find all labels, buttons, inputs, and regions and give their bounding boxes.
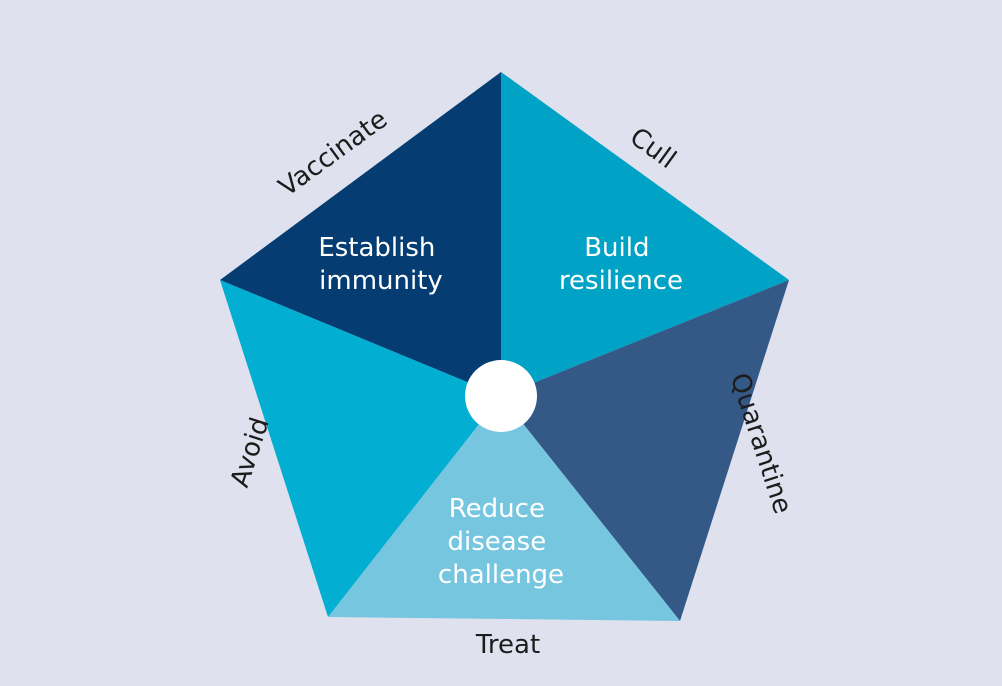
center-hub	[465, 360, 537, 432]
edge-label-treat: Treat	[475, 630, 540, 660]
wedge-label-reduce-disease-challenge: Reduce disease challenge	[438, 494, 564, 590]
wedge-avoid	[220, 280, 501, 617]
edge-label-avoid: Avoid	[225, 414, 276, 491]
wedge-label-build-resilience: Build resilience	[559, 233, 683, 296]
wedge-quarantine	[501, 280, 789, 621]
wedge-reduce-disease-challenge	[328, 396, 680, 621]
wedge-label-establish-immunity: Establish immunity	[318, 233, 443, 296]
wedge-build-resilience	[501, 72, 789, 396]
wedge-establish-immunity	[220, 72, 501, 396]
